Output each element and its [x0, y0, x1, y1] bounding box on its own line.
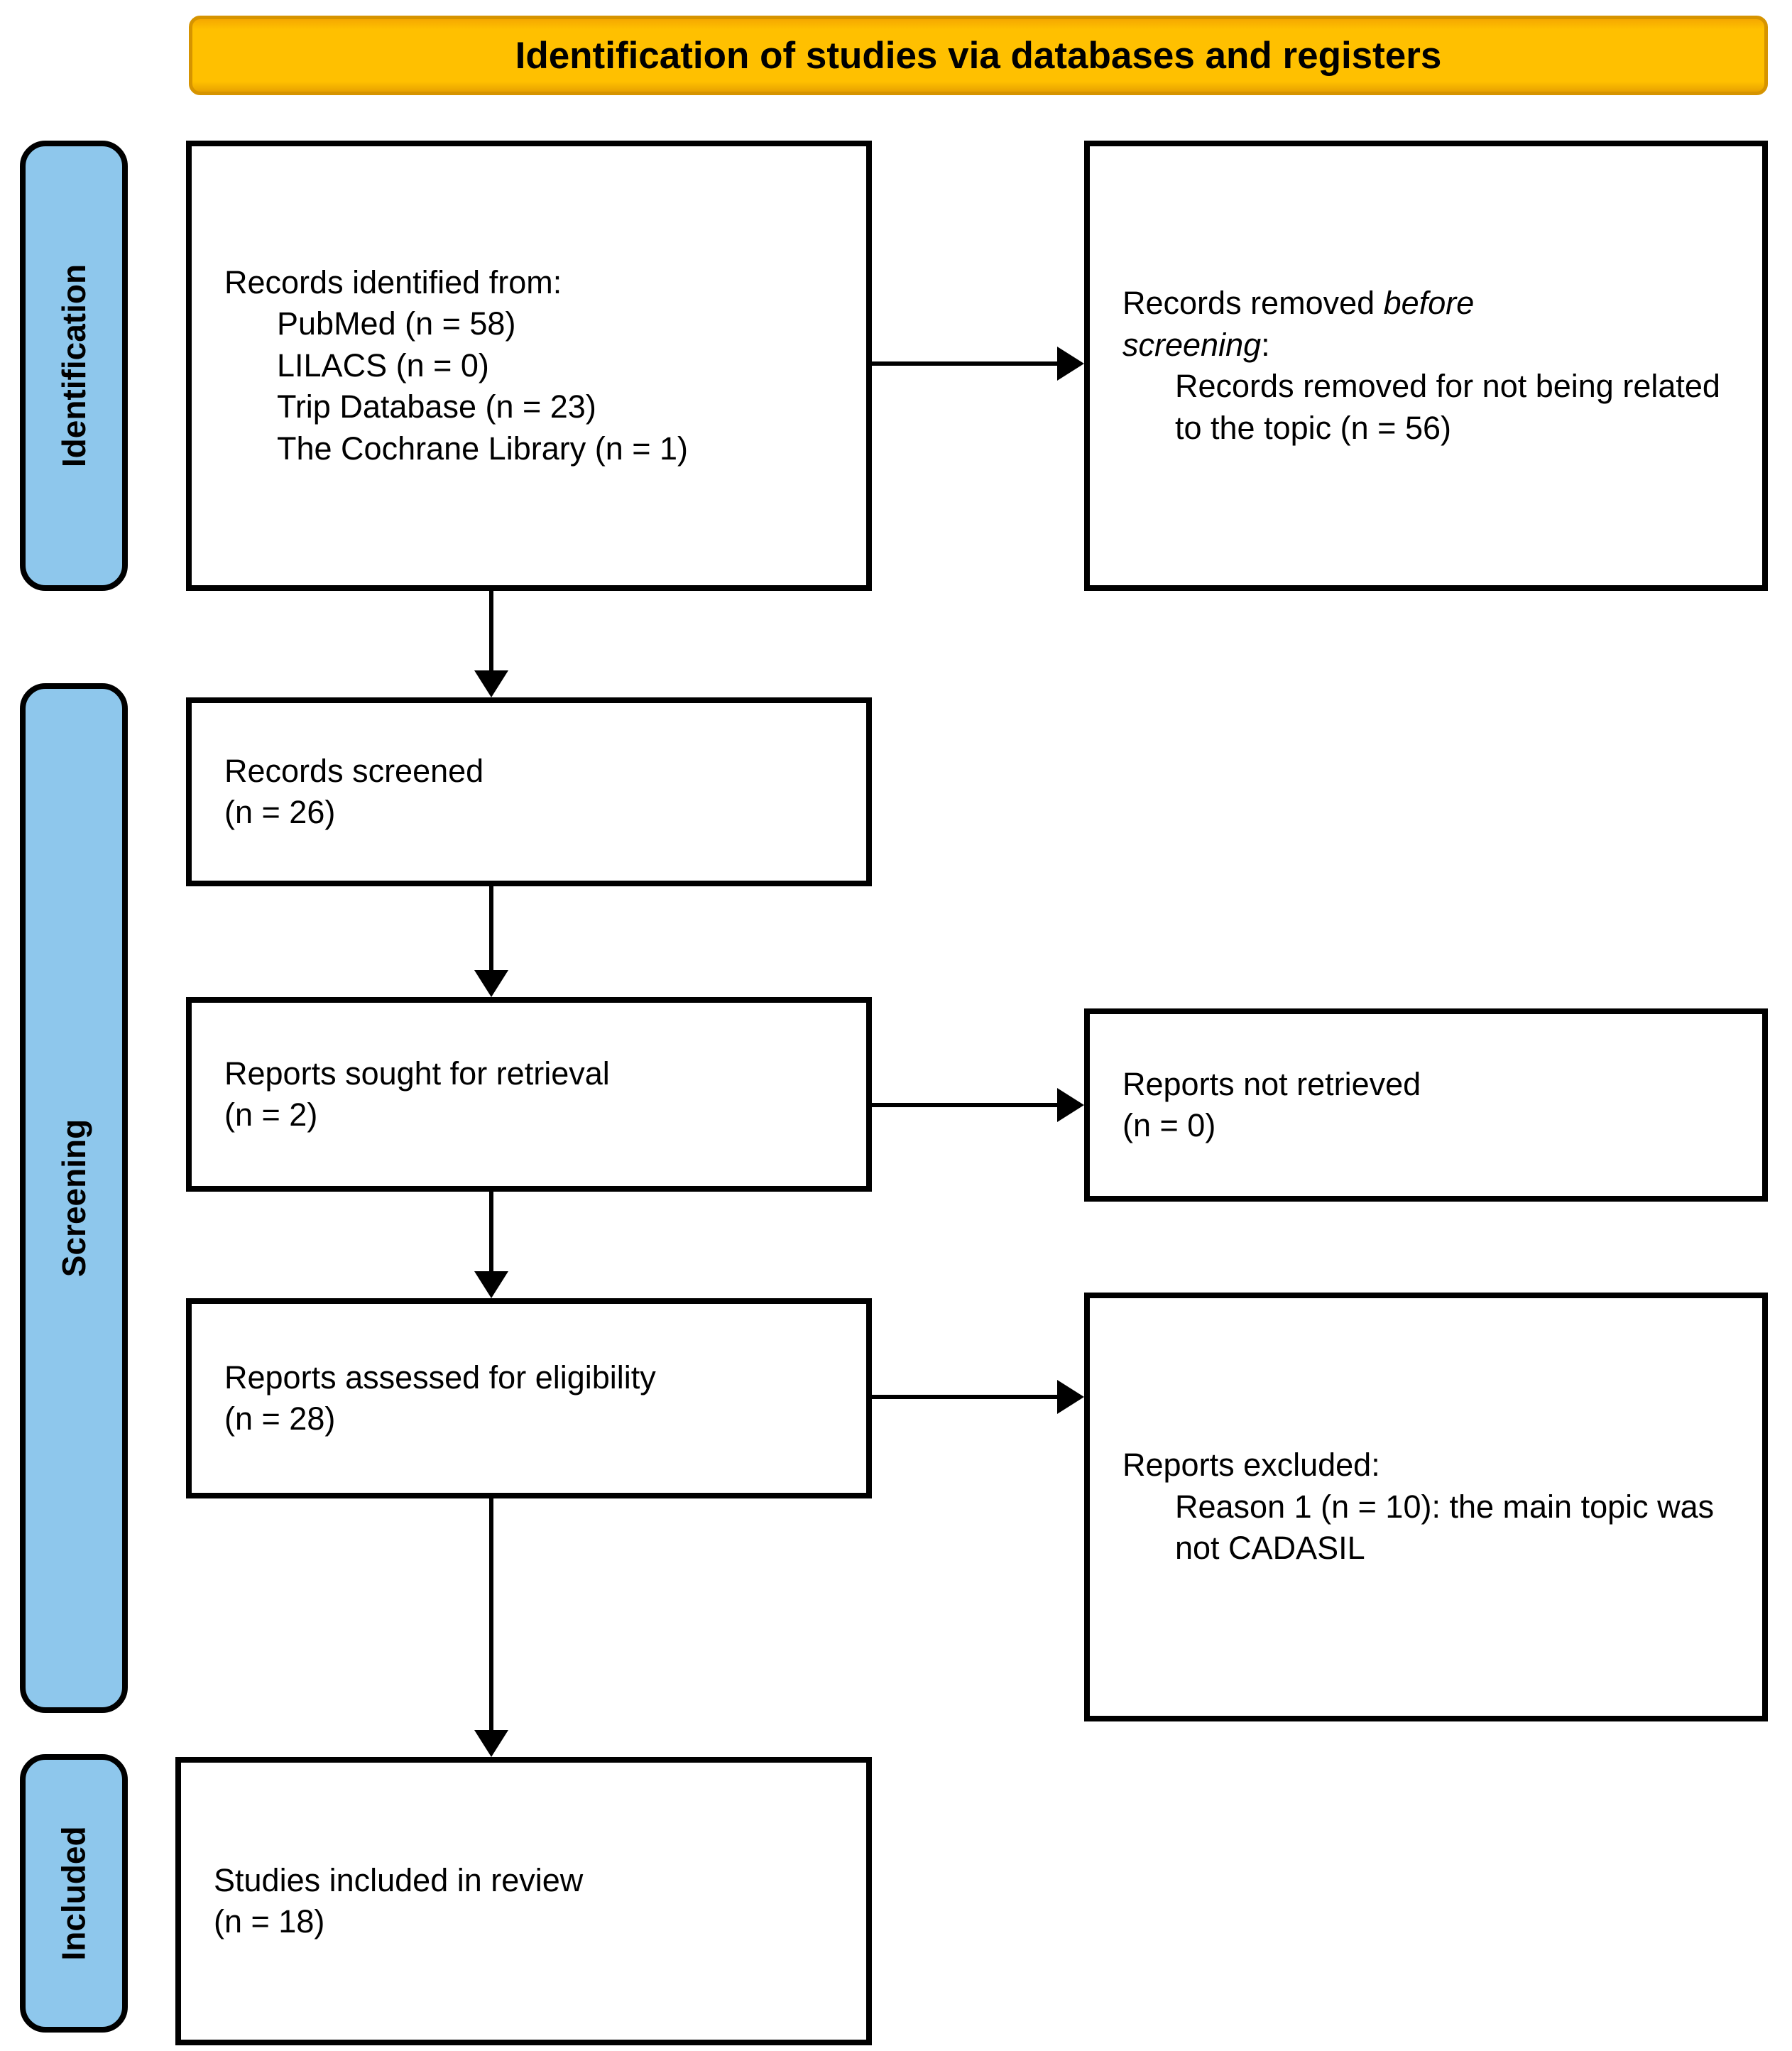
box-reports-sought-for-retrieval: Reports sought for retrieval (n = 2) — [186, 997, 872, 1192]
stage-label-included-text: Included — [55, 1826, 92, 1961]
stage-label-identification-text: Identification — [55, 263, 93, 468]
reports-excluded-heading: Reports excluded: — [1122, 1447, 1380, 1484]
records-screened-count: (n = 26) — [224, 794, 336, 830]
reports-assessed-label: Reports assessed for eligibility — [224, 1359, 656, 1396]
connector-identified-to-screened-line — [489, 591, 493, 670]
connector-identified-to-removed-line — [872, 361, 1058, 366]
arrow-down-icon-assessed-to-included — [474, 1730, 508, 1757]
box-reports-not-retrieved: Reports not retrieved (n = 0) — [1084, 1008, 1768, 1202]
stage-label-included: Included — [20, 1754, 128, 2033]
reports-not-retrieved-count: (n = 0) — [1122, 1107, 1216, 1143]
box-reports-excluded: Reports excluded: Reason 1 (n = 10): the… — [1084, 1293, 1768, 1721]
box-reports-assessed-for-eligibility: Reports assessed for eligibility (n = 28… — [186, 1298, 872, 1498]
stage-label-screening-text: Screening — [55, 1119, 93, 1278]
stage-label-screening: Screening — [20, 683, 128, 1713]
records-removed-heading-italic-before: before — [1383, 285, 1475, 321]
connector-assessed-to-included-line — [489, 1498, 493, 1730]
records-removed-heading-colon: : — [1261, 326, 1270, 363]
records-identified-source-cochrane: The Cochrane Library (n = 1) — [277, 430, 689, 467]
records-identified-source-lilacs: LILACS (n = 0) — [277, 347, 489, 383]
reports-sought-label: Reports sought for retrieval — [224, 1055, 610, 1092]
studies-included-label: Studies included in review — [214, 1861, 584, 1898]
arrow-right-icon-identified-to-removed — [1057, 347, 1084, 381]
arrow-down-icon-sought-to-assessed — [474, 1271, 508, 1298]
arrow-right-icon-sought-to-not-retrieved — [1057, 1088, 1084, 1122]
banner-title: Identification of studies via databases … — [515, 34, 1442, 77]
arrow-right-icon-assessed-to-excluded — [1057, 1380, 1084, 1414]
connector-sought-to-not-retrieved-line — [872, 1103, 1058, 1107]
records-removed-heading-a: Records removed — [1122, 285, 1384, 321]
connector-screened-to-sought-line — [489, 886, 493, 970]
box-records-removed-before-screening: Records removed before screening: Record… — [1084, 141, 1768, 591]
arrow-down-icon-identified-to-screened — [474, 670, 508, 697]
reports-not-retrieved-label: Reports not retrieved — [1122, 1065, 1421, 1102]
records-removed-heading: Records removed before — [1122, 283, 1744, 325]
records-identified-source-trip: Trip Database (n = 23) — [277, 388, 596, 425]
stage-label-identification: Identification — [20, 141, 128, 591]
box-records-identified: Records identified from: PubMed (n = 58)… — [186, 141, 872, 591]
records-screened-label: Records screened — [224, 752, 484, 789]
records-identified-heading: Records identified from: — [224, 263, 562, 300]
studies-included-count: (n = 18) — [214, 1903, 325, 1940]
records-removed-reason: Records removed for not being related to… — [1175, 368, 1730, 446]
records-removed-heading-italic-screening: screening — [1122, 326, 1262, 363]
banner-identification-header: Identification of studies via databases … — [189, 16, 1768, 95]
reports-sought-count: (n = 2) — [224, 1097, 318, 1133]
records-removed-heading-line2: screening: — [1122, 325, 1744, 366]
connector-assessed-to-excluded-line — [872, 1395, 1058, 1399]
connector-sought-to-assessed-line — [489, 1192, 493, 1271]
records-identified-source-pubmed: PubMed (n = 58) — [277, 305, 516, 342]
arrow-down-icon-screened-to-sought — [474, 970, 508, 997]
box-studies-included-in-review: Studies included in review (n = 18) — [175, 1757, 872, 2045]
reports-assessed-count: (n = 28) — [224, 1400, 336, 1437]
reports-excluded-reason-1: Reason 1 (n = 10): the main topic was no… — [1175, 1488, 1723, 1567]
box-records-screened: Records screened (n = 26) — [186, 697, 872, 886]
